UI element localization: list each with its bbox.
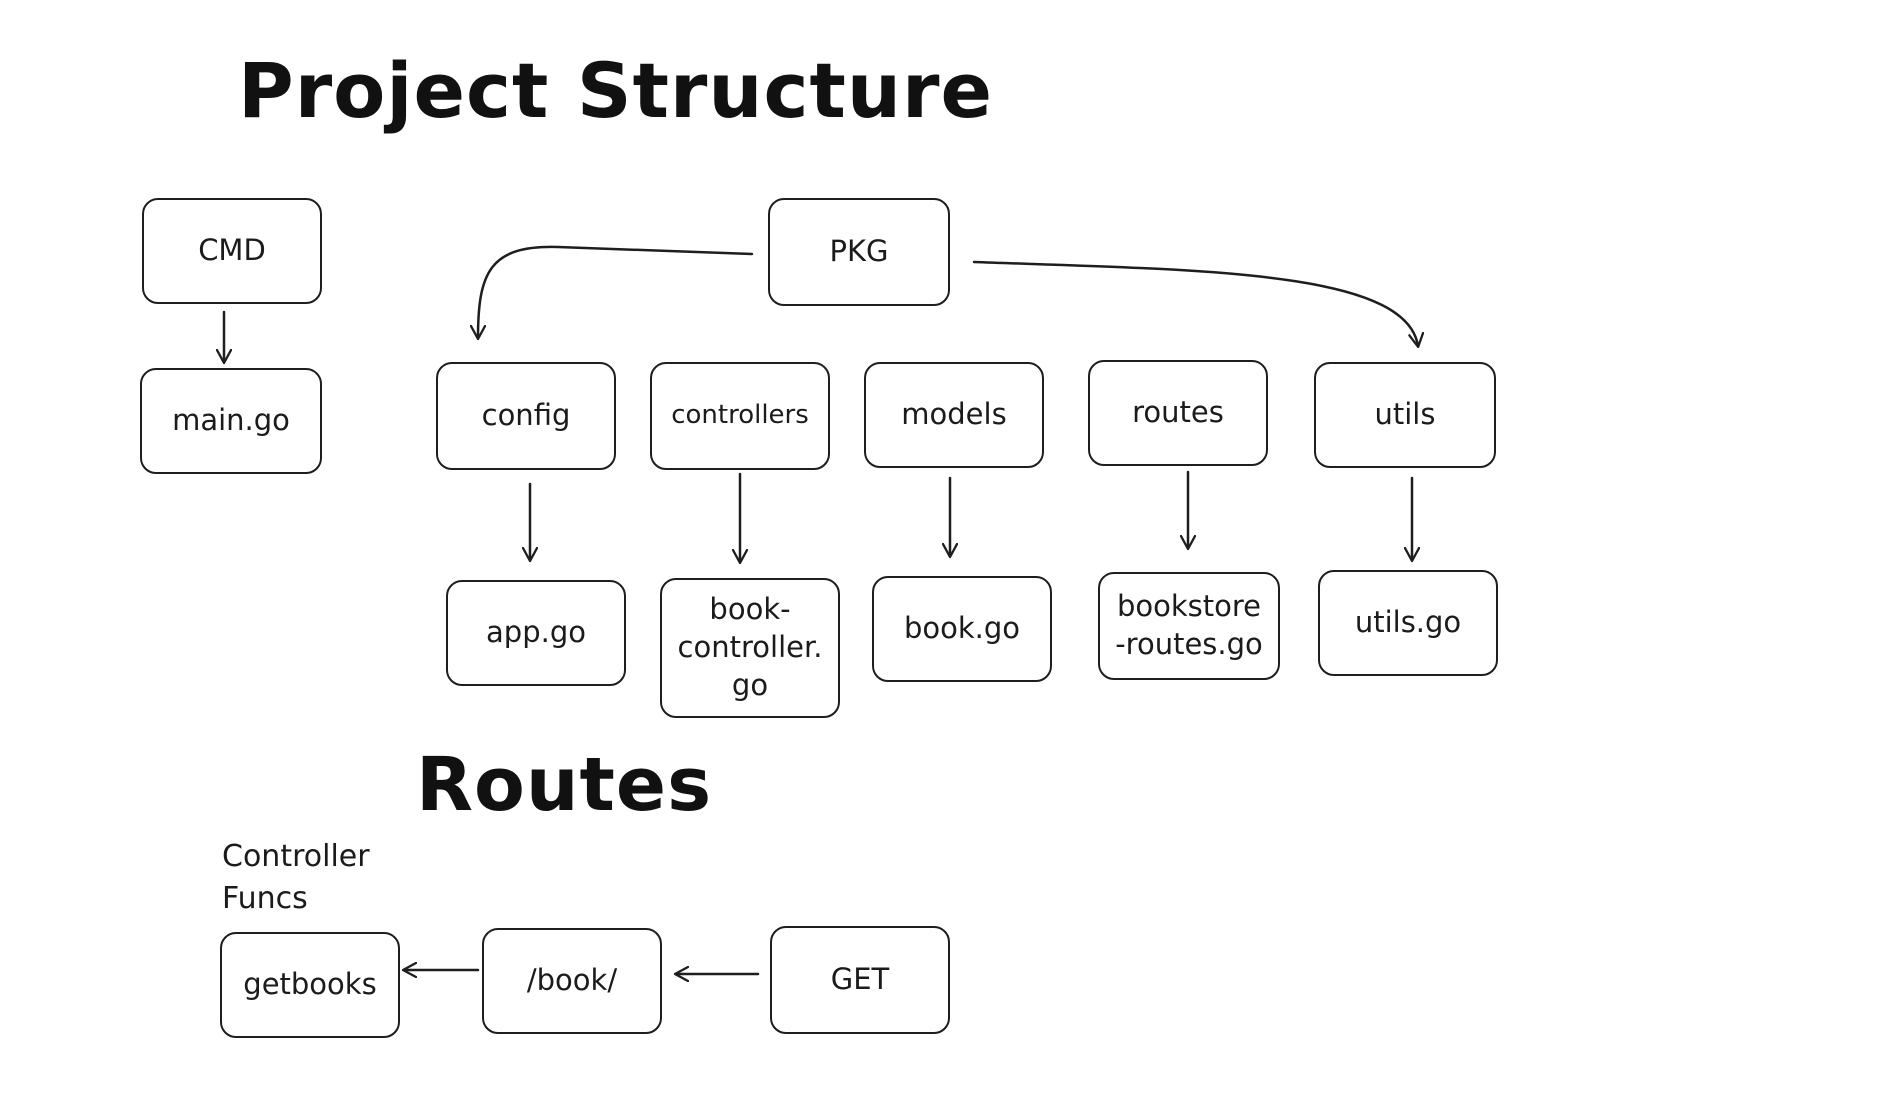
routes-node[interactable]: routes: [1088, 360, 1268, 466]
project-structure-heading: Project Structure: [238, 46, 993, 135]
routes-label: routes: [1132, 395, 1224, 430]
edge-pkg-to-config: [478, 245, 754, 338]
getbooks-label: getbooks: [243, 967, 377, 1002]
book-controller-go-line-2: controller.: [677, 630, 823, 665]
models-label: models: [901, 397, 1007, 432]
config-label: config: [481, 398, 571, 433]
book-controller-go-line-1: book-: [709, 592, 791, 627]
utils-label: utils: [1374, 397, 1436, 432]
config-node[interactable]: config: [436, 362, 616, 470]
getbooks-node[interactable]: getbooks: [220, 932, 400, 1038]
book-controller-go-node[interactable]: book- controller. go: [660, 578, 840, 718]
pkg-label: PKG: [829, 234, 889, 269]
utils-go-label: utils.go: [1354, 605, 1462, 640]
book-go-node[interactable]: book.go: [872, 576, 1052, 682]
utils-go-node[interactable]: utils.go: [1318, 570, 1498, 676]
controller-funcs-line-2: Funcs: [222, 881, 308, 916]
bookstore-routes-go-node[interactable]: bookstore -routes.go: [1098, 572, 1280, 680]
get-label: GET: [830, 962, 890, 997]
controllers-label: controllers: [671, 400, 809, 431]
main-go-node[interactable]: main.go: [140, 368, 322, 474]
controller-funcs-label: Controller Funcs: [222, 836, 370, 920]
edge-pkg-to-utils: [972, 260, 1418, 346]
models-node[interactable]: models: [864, 362, 1044, 468]
app-go-node[interactable]: app.go: [446, 580, 626, 686]
cmd-node[interactable]: CMD: [142, 198, 322, 304]
book-go-label: book.go: [903, 611, 1021, 646]
get-node[interactable]: GET: [770, 926, 950, 1034]
bookstore-routes-go-line-2: -routes.go: [1115, 627, 1263, 661]
utils-node[interactable]: utils: [1314, 362, 1496, 468]
book-path-node[interactable]: /book/: [482, 928, 662, 1034]
bookstore-routes-go-line-1: bookstore: [1116, 589, 1262, 624]
routes-heading: Routes: [416, 742, 713, 828]
book-path-label: /book/: [526, 963, 618, 998]
controller-funcs-line-1: Controller: [222, 839, 370, 874]
app-go-label: app.go: [486, 615, 586, 650]
controllers-node[interactable]: controllers: [650, 362, 830, 470]
cmd-label: CMD: [198, 233, 266, 268]
main-go-label: main.go: [172, 403, 290, 438]
book-controller-go-line-3: go: [731, 667, 769, 702]
pkg-node[interactable]: PKG: [768, 198, 950, 306]
